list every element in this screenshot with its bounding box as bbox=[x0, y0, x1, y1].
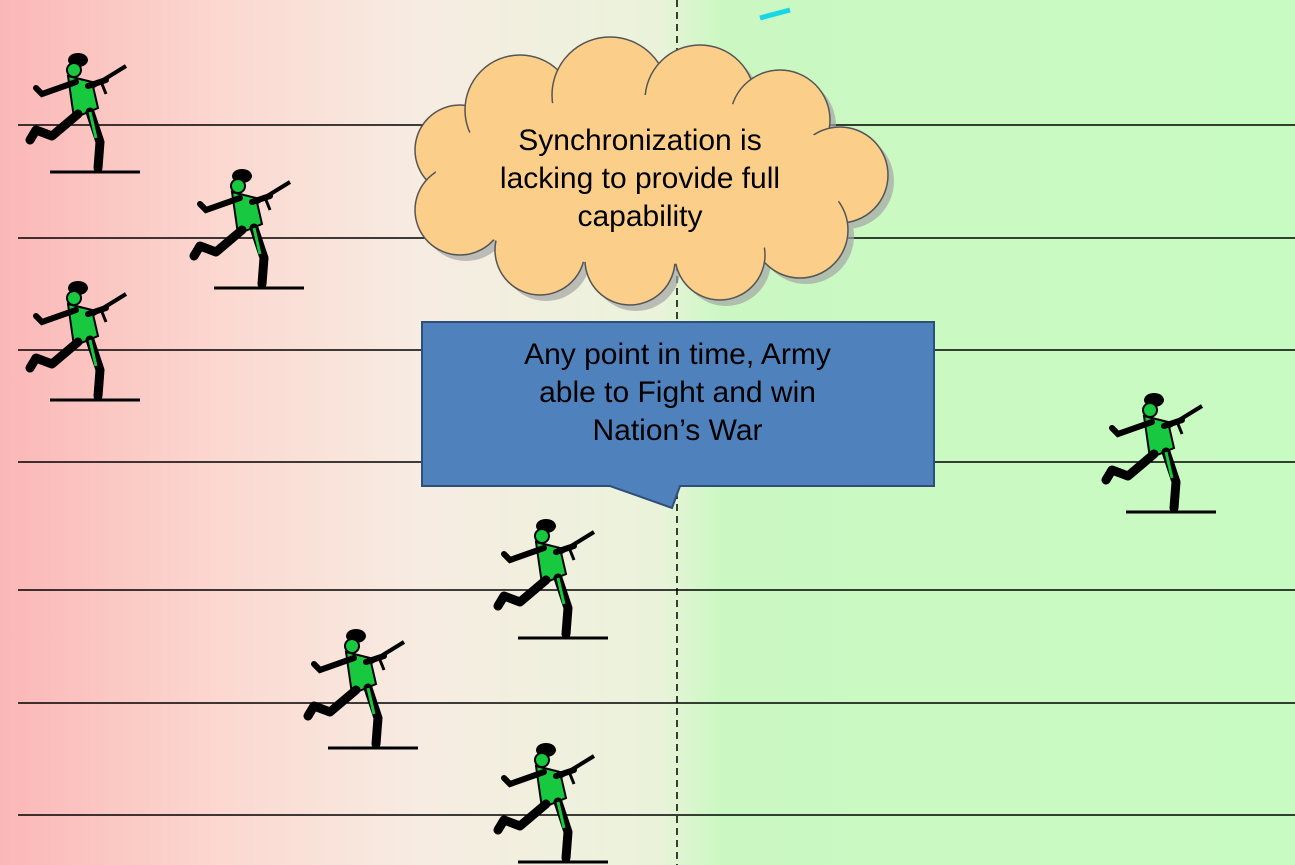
soldier-icon bbox=[30, 281, 140, 400]
cloud-line: capability bbox=[577, 200, 703, 233]
soldier-icon bbox=[30, 53, 140, 172]
soldier-icon bbox=[308, 629, 418, 748]
callout-line: able to Fight and win bbox=[539, 376, 816, 409]
cloud-line: lacking to provide full bbox=[499, 162, 781, 195]
cyan-mark bbox=[759, 7, 791, 21]
callout-line: Any point in time, Army bbox=[524, 338, 831, 371]
cloud-fill bbox=[435, 95, 845, 265]
cloud-line: Synchronization is bbox=[518, 124, 762, 157]
soldier-icon bbox=[1106, 393, 1216, 512]
callout-caption: Any point in time, Army able to Fight an… bbox=[425, 336, 930, 450]
soldier-icon bbox=[194, 169, 304, 288]
cloud-caption: Synchronization is lacking to provide fu… bbox=[440, 122, 840, 236]
soldier-icon bbox=[498, 519, 608, 638]
soldier-icon bbox=[498, 743, 608, 862]
callout-shape bbox=[421, 321, 935, 510]
callout-line: Nation’s War bbox=[592, 414, 763, 447]
